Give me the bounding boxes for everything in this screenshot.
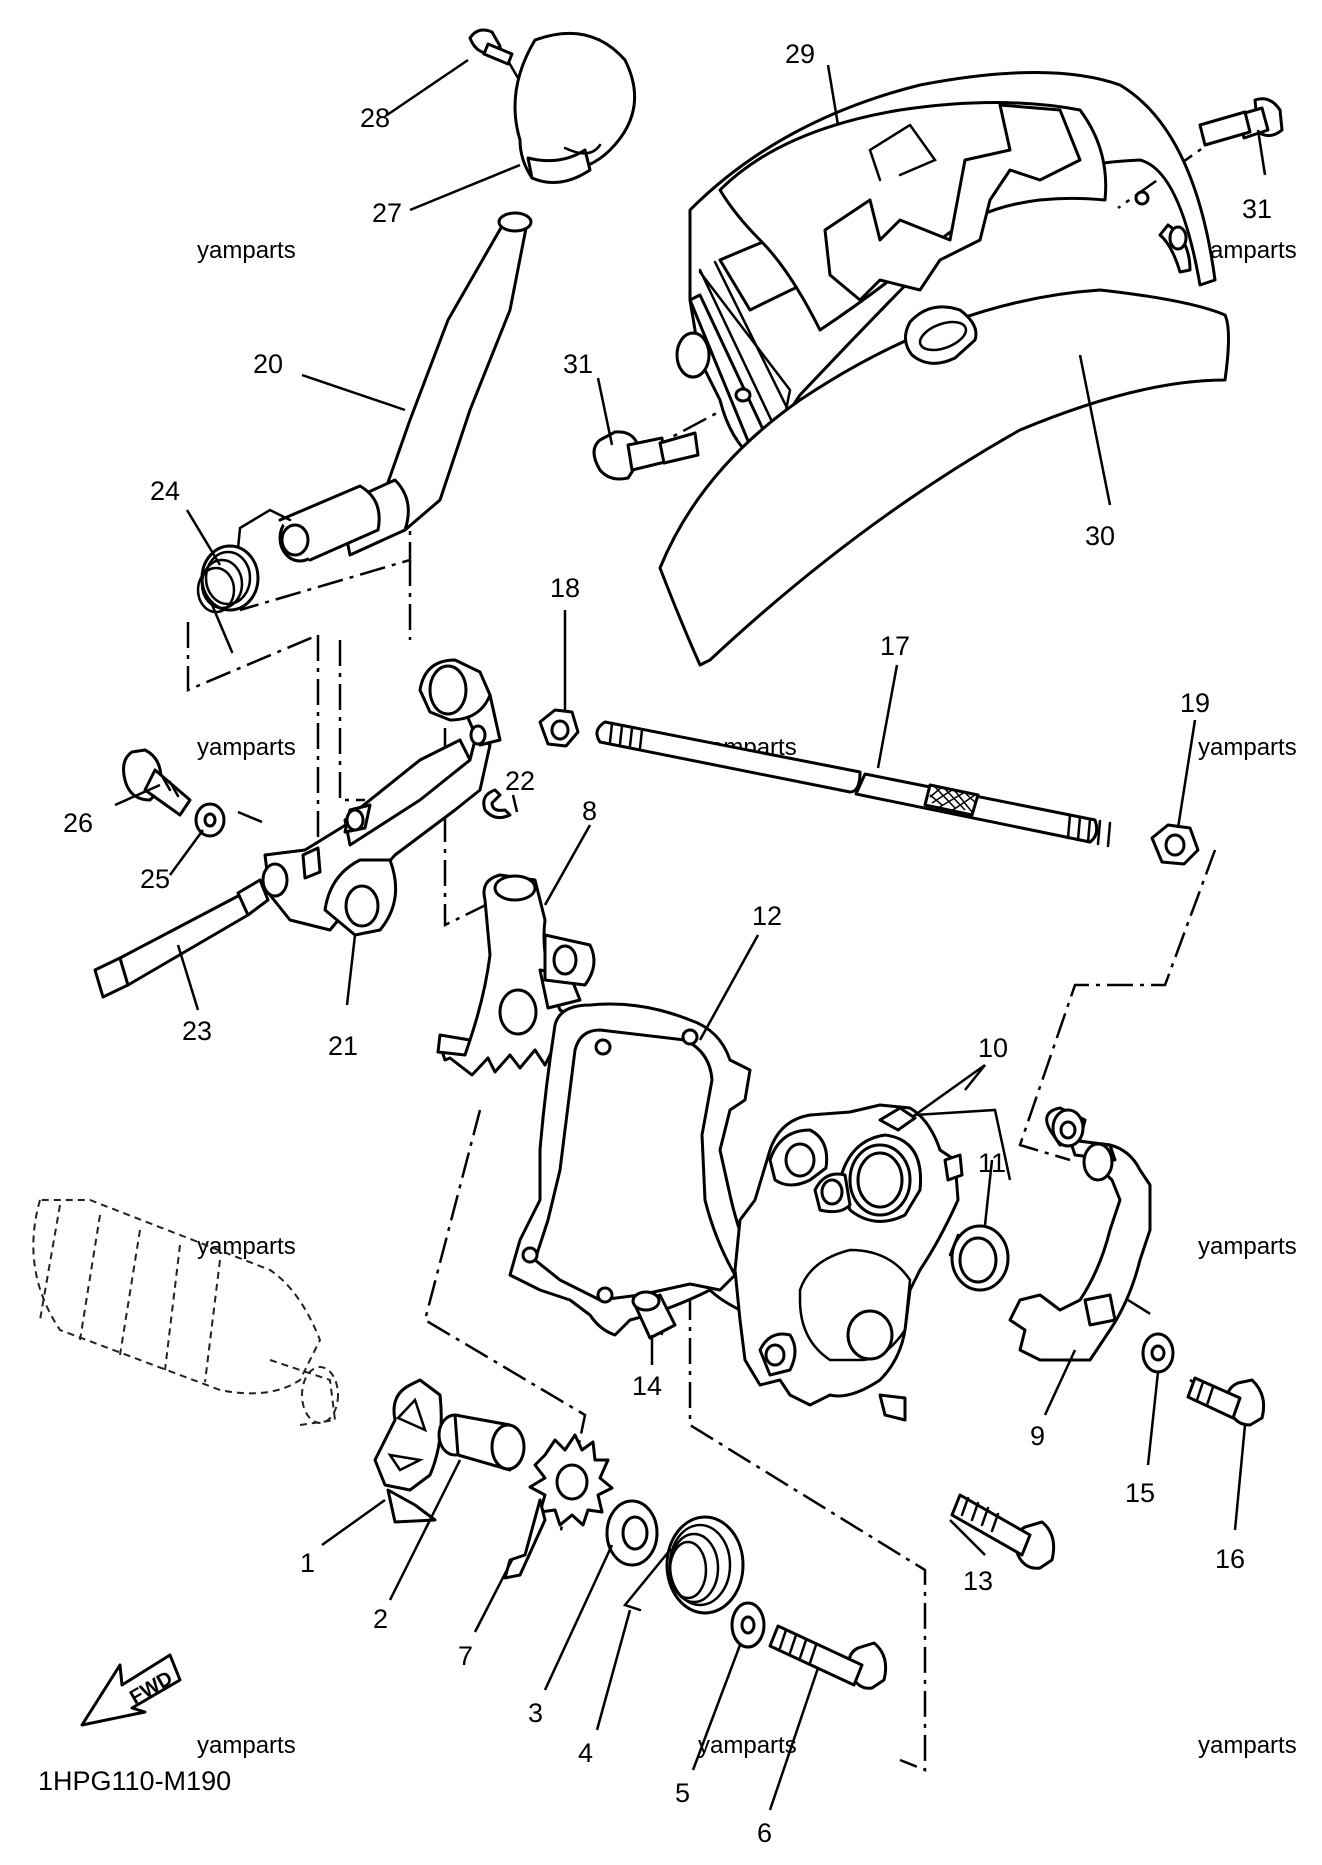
bolt-26 [122, 748, 192, 817]
callout-31-right: 31 [1242, 194, 1272, 224]
callout-7: 7 [458, 1641, 473, 1671]
callout-23: 23 [182, 1016, 212, 1046]
circlip-22 [482, 788, 512, 820]
callout-18: 18 [550, 573, 580, 603]
callout-14: 14 [632, 1371, 662, 1401]
callout-3: 3 [528, 1698, 543, 1728]
watermark: yamparts [197, 1732, 296, 1759]
callout-8: 8 [582, 796, 597, 826]
pivot-bolt-23 [93, 878, 270, 999]
shift-arm-21 [261, 658, 502, 937]
watermark: yamparts [698, 1732, 797, 1759]
callout-27: 27 [372, 198, 402, 228]
leader-lines [114, 58, 1267, 1811]
star-gear-7 [503, 1433, 614, 1580]
shift-drum-ghost [32, 1199, 339, 1426]
callout-4: 4 [578, 1738, 593, 1768]
shift-knob-27 [513, 31, 637, 184]
nut-19 [1150, 823, 1200, 866]
washer-15 [1141, 1332, 1175, 1374]
spring-4 [622, 1515, 745, 1615]
shift-rod-17 [595, 720, 1112, 848]
screw-28 [468, 28, 514, 66]
callout-16: 16 [1215, 1544, 1245, 1574]
spring-24 [196, 508, 292, 654]
shift-arm-9 [1008, 1106, 1152, 1362]
callout-31-left: 31 [563, 349, 593, 379]
callout-21: 21 [328, 1031, 358, 1061]
callout-24: 24 [150, 476, 180, 506]
callout-22: 22 [505, 766, 535, 796]
callout-9: 9 [1030, 1421, 1045, 1451]
dowel-14 [631, 1290, 677, 1340]
collar-2 [437, 1413, 526, 1472]
callout-25: 25 [140, 864, 170, 894]
callout-13: 13 [963, 1566, 993, 1596]
gasket-12 [508, 1002, 762, 1337]
oil-seal-11 [948, 1224, 1010, 1292]
callout-6: 6 [757, 1818, 772, 1848]
callout-5: 5 [675, 1778, 690, 1808]
callout-28: 28 [360, 103, 390, 133]
callout-17: 17 [880, 631, 910, 661]
watermark: yamparts [197, 1233, 296, 1260]
bolt-6 [768, 1624, 888, 1690]
callout-11: 11 [978, 1148, 1006, 1178]
callout-20: 20 [253, 349, 283, 379]
bolt-31-left [592, 430, 700, 481]
nut-18 [538, 708, 580, 748]
shift-cover-10 [733, 1103, 964, 1422]
bolt-31-right [1198, 97, 1284, 147]
diagram-code: 1HPG110-M190 [38, 1766, 231, 1796]
watermark: yamparts [1198, 237, 1297, 264]
callout-10: 10 [978, 1033, 1008, 1063]
bolt-16 [1186, 1376, 1266, 1427]
callout-26: 26 [63, 808, 93, 838]
watermark: yamparts [197, 734, 296, 761]
callout-labels: 28 27 29 31 20 31 30 24 18 17 19 22 8 26… [63, 39, 1272, 1848]
watermark: yamparts [197, 237, 296, 264]
watermark: yamparts [1198, 1732, 1297, 1759]
callout-30: 30 [1085, 521, 1115, 551]
callout-15: 15 [1125, 1478, 1155, 1508]
shift-lever-20 [278, 211, 533, 563]
callout-12: 12 [752, 901, 782, 931]
guide-plate-1 [373, 1378, 443, 1524]
shift-segment-8 [436, 873, 596, 1077]
watermark: yamparts [1198, 734, 1297, 761]
callout-2: 2 [373, 1604, 388, 1634]
watermark: yamparts [1198, 1233, 1297, 1260]
washer-3 [605, 1499, 659, 1567]
callout-19: 19 [1180, 688, 1210, 718]
washer-5 [730, 1601, 766, 1649]
callout-29: 29 [785, 39, 815, 69]
fwd-arrow-icon: FWD [80, 1653, 182, 1727]
callout-1: 1 [300, 1548, 315, 1578]
shift-guide-cover-29 [675, 71, 1217, 472]
bolt-13 [950, 1493, 1056, 1570]
